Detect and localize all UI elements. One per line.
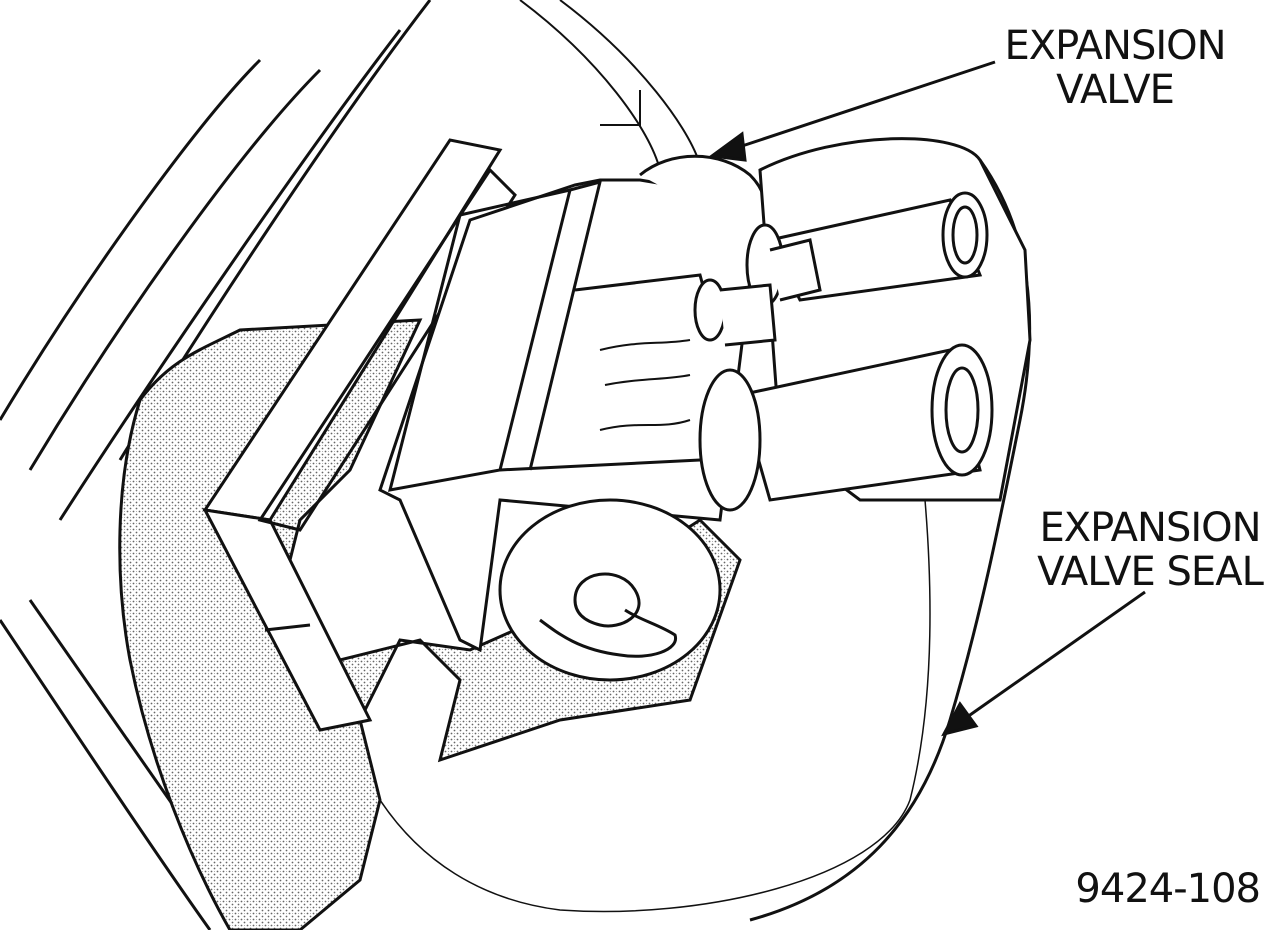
expansion-valve-body [378,154,769,653]
expansion-valve-label-line1: EXPANSION [1004,23,1226,69]
figure-number: 9424-108 [1075,866,1261,912]
expansion-valve-label: EXPANSION VALVE [990,24,1240,112]
valve-round-fitting [498,498,722,682]
leader-arrows [708,60,1146,737]
valve-tube-fittings [693,137,1032,512]
expansion-valve-seal-label-line1: EXPANSION [1039,505,1261,551]
expansion-valve-seal-label-line2: VALVE SEAL [1037,549,1264,595]
mounting-bracket [202,138,517,732]
expansion-valve-label-line2: VALVE [1056,67,1175,113]
expansion-valve-seal-label: EXPANSION VALVE SEAL [1030,506,1270,594]
